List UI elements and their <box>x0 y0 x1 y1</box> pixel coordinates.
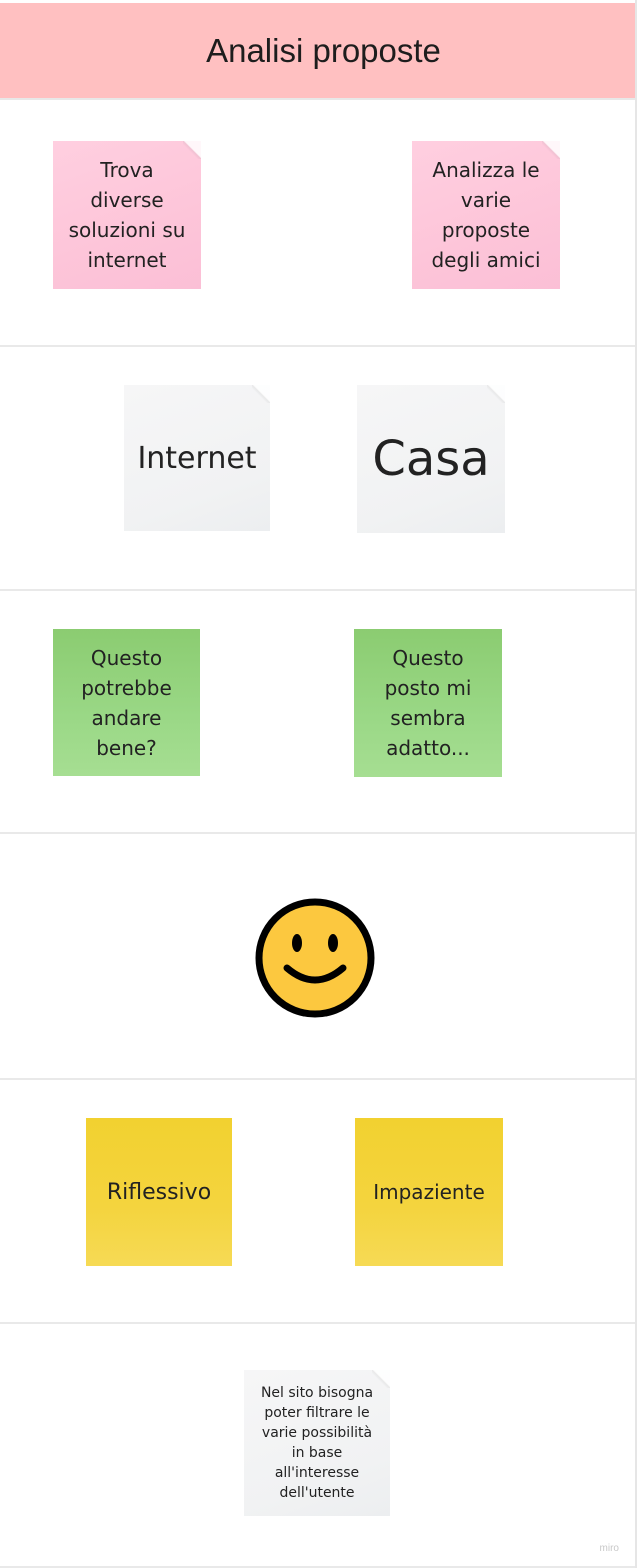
sticky-note-thoughts-right[interactable]: Questo posto mi sembra adatto... <box>354 629 502 777</box>
brand-watermark: miro <box>599 1543 619 1554</box>
sticky-note-actions-left[interactable]: Trova diverse soluzioni su internet <box>53 141 201 289</box>
row-notes: Nel sito bisogna poter filtrare le varie… <box>0 1324 635 1568</box>
sticky-note-thoughts-left[interactable]: Questo potrebbe andare bene? <box>53 629 200 776</box>
sticky-note-feelings-left[interactable]: Riflessivo <box>86 1118 232 1266</box>
sticky-note-text: Riflessivo <box>106 1179 212 1205</box>
header-bar: Analisi proposte <box>0 3 635 100</box>
sticky-note-places-right[interactable]: Casa <box>357 385 505 533</box>
row-feelings: Riflessivo Impaziente <box>0 1080 635 1324</box>
sticky-note-text: Questo posto mi sembra adatto... <box>384 646 472 760</box>
sticky-note-notes-center[interactable]: Nel sito bisogna poter filtrare le varie… <box>244 1370 390 1516</box>
sticky-note-places-left[interactable]: Internet <box>124 385 270 531</box>
smiley-face-icon[interactable] <box>255 898 375 1018</box>
sticky-note-text: Casa <box>372 431 490 487</box>
row-thoughts: Questo potrebbe andare bene? Questo post… <box>0 591 635 834</box>
row-emotion <box>0 834 635 1080</box>
sticky-note-text: Trova diverse soluzioni su internet <box>68 158 186 272</box>
sticky-note-text: Questo potrebbe andare bene? <box>81 645 172 760</box>
sticky-note-text: Analizza le varie proposte degli amici <box>431 158 541 272</box>
sticky-note-feelings-right[interactable]: Impaziente <box>355 1118 503 1266</box>
row-places: Internet Casa <box>0 347 635 591</box>
page-title: Analisi proposte <box>206 31 441 69</box>
sticky-note-text: Nel sito bisogna poter filtrare le varie… <box>260 1385 374 1501</box>
row-actions: Trova diverse soluzioni su internet Anal… <box>0 100 635 347</box>
sticky-note-text: Impaziente <box>373 1180 485 1204</box>
sticky-note-text: Internet <box>137 440 257 476</box>
sticky-note-actions-right[interactable]: Analizza le varie proposte degli amici <box>412 141 560 289</box>
